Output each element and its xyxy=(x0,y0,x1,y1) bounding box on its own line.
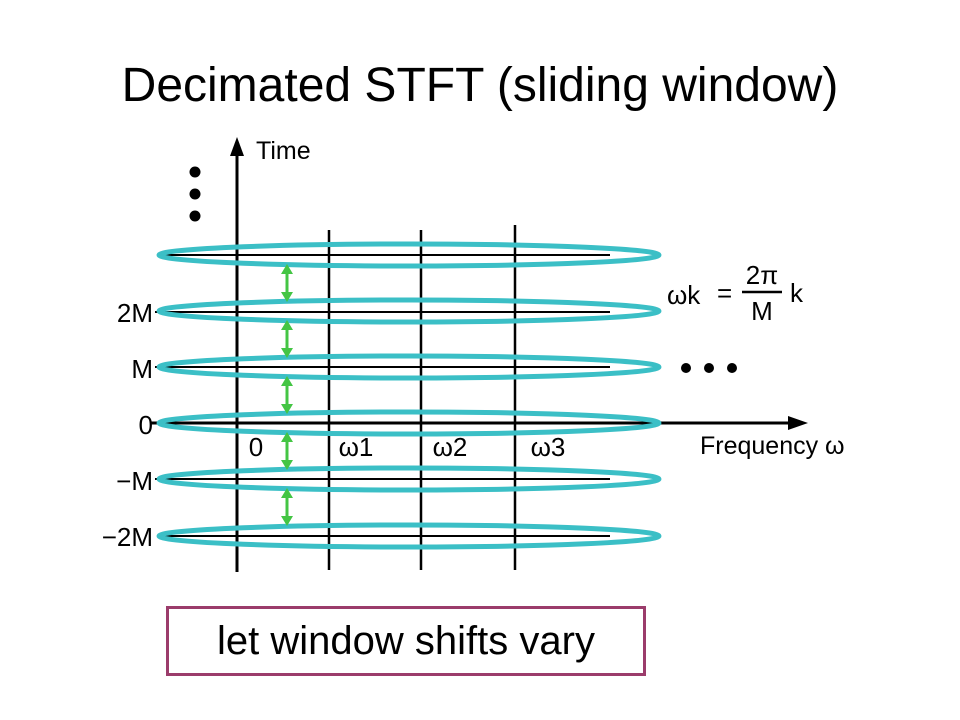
shift-arrows xyxy=(281,264,293,526)
time-tick-0: 0 xyxy=(139,410,153,440)
shift-arrow-1 xyxy=(281,264,293,302)
frequency-axis-label: Frequency ω xyxy=(700,432,845,460)
formula-denominator: M xyxy=(751,296,773,326)
shift-arrow-2 xyxy=(281,320,293,358)
vertical-dot-1 xyxy=(189,166,201,178)
formula-equals: = xyxy=(717,278,732,308)
note-box: let window shifts vary xyxy=(166,606,646,676)
shift-arrow-5 xyxy=(281,488,293,526)
time-axis-arrowhead xyxy=(230,137,244,156)
freq-tick-0: 0 xyxy=(249,432,263,462)
window-ellipse-M xyxy=(156,353,662,381)
time-tick-M: M xyxy=(131,354,153,384)
time-tick-2M: 2M xyxy=(117,298,153,328)
slide-title: Decimated STFT (sliding window) xyxy=(121,59,839,112)
window-ellipse-0 xyxy=(156,409,662,437)
time-tick-minus-2M: −2M xyxy=(102,522,153,552)
time-tick-minus-M: −M xyxy=(116,466,153,496)
time-axis-label: Time xyxy=(256,137,311,165)
formula-lhs: ωk xyxy=(667,280,701,310)
note-text: let window shifts vary xyxy=(217,618,595,663)
freq-tick-omega1: ω1 xyxy=(339,432,374,462)
window-ellipses xyxy=(156,241,662,550)
frequency-formula: ωk = 2π M k xyxy=(667,260,804,326)
window-ellipse-top xyxy=(156,241,662,269)
shift-arrow-4 xyxy=(281,432,293,470)
formula-trailing: k xyxy=(790,278,804,308)
shift-arrow-3 xyxy=(281,376,293,414)
freq-tick-omega3: ω3 xyxy=(531,432,566,462)
vertical-dot-2 xyxy=(189,188,201,200)
window-ellipse-minus-2M xyxy=(156,522,662,550)
horizontal-dot-2 xyxy=(704,363,714,373)
window-ellipse-minus-M xyxy=(156,465,662,493)
horizontal-dot-3 xyxy=(727,363,737,373)
frequency-axis-arrowhead xyxy=(788,416,808,430)
freq-tick-omega2: ω2 xyxy=(433,432,468,462)
window-ellipse-2M xyxy=(156,297,662,325)
vertical-dot-3 xyxy=(189,210,201,222)
formula-numerator: 2π xyxy=(746,260,778,290)
horizontal-dot-1 xyxy=(681,363,691,373)
